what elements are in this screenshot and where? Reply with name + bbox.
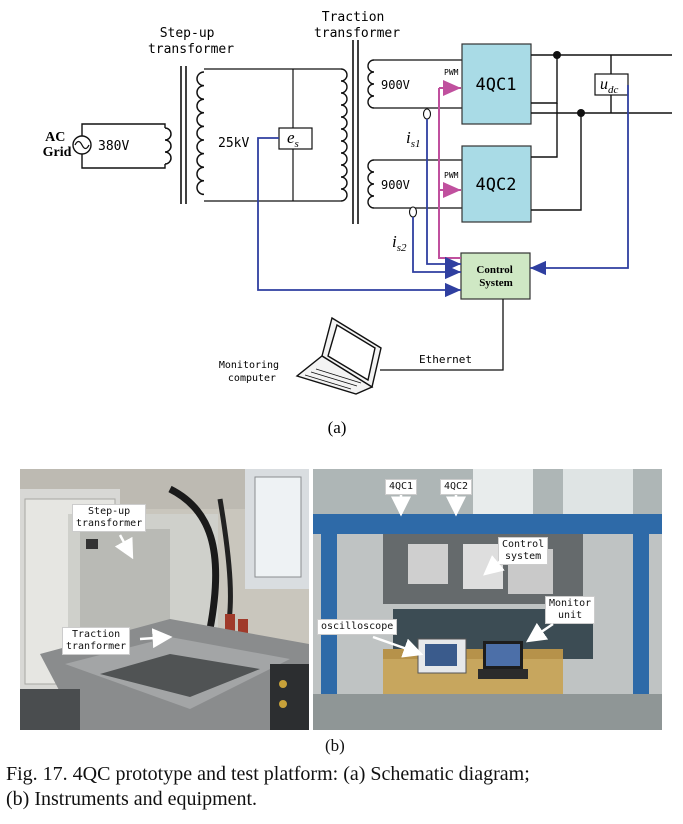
dc-node-2 xyxy=(577,109,585,117)
photo-test-platform: 4QC1 4QC2 Control system Monitor unit os… xyxy=(313,469,662,730)
grid-wire-bottom xyxy=(81,154,166,169)
label-4qc2: 4QC2 xyxy=(440,479,473,495)
sine-icon xyxy=(74,140,90,150)
grid-wire-top xyxy=(81,123,166,136)
traction-secondary-coil-1 xyxy=(367,59,375,109)
es-label: es xyxy=(287,128,299,150)
dc-node-1 xyxy=(553,51,561,59)
is1-label: is1 xyxy=(406,128,421,150)
panel-b-label: (b) xyxy=(325,736,345,755)
label-monitor-unit: Monitor unit xyxy=(545,596,596,624)
traction-primary-coil xyxy=(340,68,348,202)
laptop-icon xyxy=(295,316,382,395)
caption-line-1: Fig. 17. 4QC prototype and test platform… xyxy=(6,763,530,785)
stepup-secondary-coil xyxy=(196,71,205,196)
right-photo-arrows xyxy=(372,495,554,658)
photo-transformers: Step-up transformer Traction tranformer xyxy=(20,469,309,730)
stepup-transformer-label: Step-up transformer xyxy=(148,26,234,57)
figure-caption: Fig. 17. 4QC prototype and test platform… xyxy=(6,762,682,812)
is2-label: is2 xyxy=(392,232,407,254)
ac-source xyxy=(72,123,166,169)
pwm2-label: PWM xyxy=(444,171,459,180)
4qc1-block xyxy=(461,43,532,125)
grid-voltage-label: 380V xyxy=(98,139,129,154)
ethernet-label: Ethernet xyxy=(419,353,472,366)
traction-transformer-label: Traction transformer xyxy=(314,10,400,41)
current-sensor-1 xyxy=(422,108,432,120)
dc-link xyxy=(531,54,672,211)
left-photo-arrows xyxy=(114,534,173,649)
4qc2-block xyxy=(461,145,532,223)
label-traction-transformer: Traction tranformer xyxy=(62,627,131,655)
label-oscilloscope: oscilloscope xyxy=(317,619,398,635)
4qc2-label: 4QC2 xyxy=(476,175,517,195)
ac-grid-label: AC Grid xyxy=(43,130,72,160)
control-system-block xyxy=(460,252,531,300)
4qc1-label: 4QC1 xyxy=(476,75,517,95)
caption-line-2: (b) Instruments and equipment. xyxy=(6,788,258,810)
ethernet-line xyxy=(380,299,504,371)
winding2-voltage-label: 900V xyxy=(381,178,410,192)
measurement-signals xyxy=(257,85,629,298)
schematic-diagram: AC Grid 380V Step-up transformer 25kV es… xyxy=(43,10,672,437)
pwm1-label: PWM xyxy=(444,68,459,77)
control-system-label: Control System xyxy=(476,264,515,289)
current-sensor-2 xyxy=(408,206,418,218)
udc-sensor-box xyxy=(594,73,629,96)
monitoring-computer-label: Monitoring computer xyxy=(219,360,285,384)
udc-label: udc xyxy=(600,76,619,96)
label-4qc1: 4QC1 xyxy=(385,479,418,495)
panel-a-label: (a) xyxy=(328,418,347,437)
traction-secondary-coil-2 xyxy=(367,159,375,209)
stepup-primary-coil xyxy=(164,127,172,165)
label-control-system: Control system xyxy=(498,537,549,565)
label-stepup-transformer: Step-up transformer xyxy=(72,504,147,532)
hv-voltage-label: 25kV xyxy=(218,136,249,151)
winding1-voltage-label: 900V xyxy=(381,78,410,92)
